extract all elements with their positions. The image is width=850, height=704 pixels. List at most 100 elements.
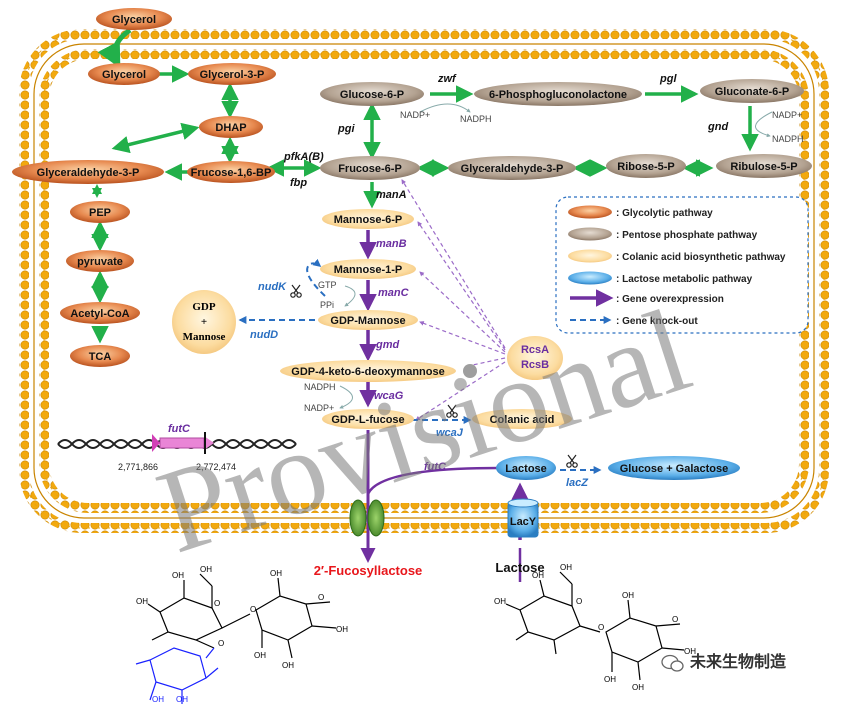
cofactor-curves: [339, 103, 773, 409]
node-frucose-6p: Frucose-6-P: [320, 156, 420, 180]
svg-text:Mannose: Mannose: [183, 331, 226, 343]
node-ribulose-5p: Ribulose-5-P: [716, 154, 812, 178]
enzyme-pfka: pfkA(B): [283, 151, 324, 163]
node-gdp-mannose: GDP-Mannose: [318, 310, 418, 330]
svg-text:TCA: TCA: [89, 351, 112, 363]
svg-text:OH: OH: [152, 695, 164, 704]
svg-text:Mannose-1-P: Mannose-1-P: [334, 264, 402, 276]
svg-text:6-Phosphogluconolactone: 6-Phosphogluconolactone: [489, 89, 627, 101]
svg-text:OH: OH: [336, 625, 348, 634]
product-label: 2′-Fucosyllactose: [314, 563, 423, 578]
legend-item-overexpression: : Gene overexpression: [570, 289, 724, 307]
svg-text:Glycerol: Glycerol: [102, 69, 146, 81]
enzyme-futc: futC: [424, 461, 447, 473]
legend-item-pentose: : Pentose phosphate pathway: [568, 227, 758, 241]
node-glycerol-3p: Glycerol-3-P: [188, 63, 276, 85]
node-glycerol-top: Glycerol: [96, 8, 172, 30]
svg-text:GTP: GTP: [318, 280, 337, 290]
node-glyceraldehyde-3p-mid: Glyceraldehyde-3-P: [448, 156, 576, 180]
enzyme-mana: manA: [376, 189, 407, 201]
svg-text:Glycerol-3-P: Glycerol-3-P: [200, 69, 265, 81]
legend: : Glycolytic pathway : Pentose phosphate…: [555, 196, 809, 334]
brand-badge: 未来生物制造: [661, 652, 787, 672]
green-arrows: [91, 27, 759, 344]
wechat-icon: [661, 654, 684, 672]
enzyme-zwf: zwf: [437, 73, 457, 85]
enzyme-manc: manC: [378, 287, 410, 299]
svg-text:Glyceraldehyde-3-P: Glyceraldehyde-3-P: [461, 163, 564, 175]
node-pep: PEP: [70, 201, 130, 223]
svg-text:Frucose-6-P: Frucose-6-P: [338, 163, 402, 175]
svg-text:Colanic acid: Colanic acid: [490, 414, 555, 426]
svg-text:PPi: PPi: [320, 300, 334, 310]
enzyme-nudd: nudD: [250, 329, 278, 341]
rcs-connector-dot: [463, 364, 477, 378]
svg-text:: Pentose phosphate pathway: : Pentose phosphate pathway: [616, 230, 758, 241]
legend-item-lactose: : Lactose metabolic pathway: [568, 271, 753, 285]
svg-text:O: O: [250, 605, 256, 614]
svg-text:RcsB: RcsB: [521, 359, 549, 371]
colanic-nodes: Mannose-6-P Mannose-1-P GDP-Mannose GDP-…: [172, 209, 572, 429]
svg-text:PEP: PEP: [89, 207, 111, 219]
node-mannose-1p: Mannose-1-P: [320, 259, 416, 279]
svg-text:OH: OH: [136, 597, 148, 606]
enzyme-pgi: pgi: [337, 123, 355, 135]
enzyme-futc-genome: futC: [168, 423, 191, 435]
svg-text:未来生物制造: 未来生物制造: [689, 652, 787, 671]
node-gdp-mannose-box: GDP + Mannose: [172, 290, 236, 354]
lactose-nodes: Lactose Glucose + Galactose LacY Lactose: [495, 456, 740, 575]
node-glycerol: Glycerol: [88, 63, 160, 85]
genome-coord-right: 2,772,474: [196, 462, 236, 472]
node-acetyl-coa: Acetyl-CoA: [60, 302, 140, 324]
svg-text:Mannose-6-P: Mannose-6-P: [334, 214, 402, 226]
svg-text:Glucose + Galactose: Glucose + Galactose: [620, 463, 729, 475]
node-tca: TCA: [70, 345, 130, 367]
enzyme-fbp: fbp: [290, 177, 307, 189]
svg-text:O: O: [318, 593, 324, 602]
node-rcsa-rcsb: RcsA RcsB: [507, 336, 563, 380]
svg-text:OH: OH: [632, 683, 644, 692]
svg-text:OH: OH: [176, 695, 188, 704]
node-pyruvate: pyruvate: [66, 250, 134, 272]
svg-text:O: O: [214, 599, 220, 608]
svg-text:+: +: [201, 316, 207, 328]
node-gdp-fucose: GDP-L-fucose: [322, 409, 414, 429]
enzyme-manb: manB: [376, 238, 407, 250]
node-dhap: DHAP: [199, 116, 263, 138]
svg-text:Frucose-1,6-BP: Frucose-1,6-BP: [191, 167, 272, 179]
enzyme-gnd: gnd: [707, 121, 728, 133]
node-ribose-5p: Ribose-5-P: [606, 154, 686, 178]
lacy-transporter: LacY: [507, 498, 539, 538]
node-glyceraldehyde-3p-left: Glyceraldehyde-3-P: [12, 160, 164, 184]
lactose-outside-label: Lactose: [495, 560, 544, 575]
legend-item-glycolytic: : Glycolytic pathway: [568, 205, 713, 219]
svg-text:: Gene knock-out: : Gene knock-out: [616, 316, 698, 327]
cofactor-labels: NADP+ NADPH NADP+ NADPH GTP PPi NADPH NA…: [304, 110, 804, 413]
svg-text:LacY: LacY: [510, 516, 537, 528]
glycolytic-nodes: Glycerol Glycerol Glycerol-3-P DHAP Glyc…: [12, 8, 276, 367]
enzyme-pgl: pgl: [659, 73, 677, 85]
svg-text:OH: OH: [172, 571, 184, 580]
svg-text:Glycerol: Glycerol: [112, 14, 156, 26]
svg-text:: Gene overexpression: : Gene overexpression: [616, 294, 724, 305]
svg-text:Ribulose-5-P: Ribulose-5-P: [730, 161, 797, 173]
svg-text:NADP+: NADP+: [400, 110, 430, 120]
svg-text:RcsA: RcsA: [521, 344, 549, 356]
svg-text:OH: OH: [270, 569, 282, 578]
svg-text:NADPH: NADPH: [460, 114, 492, 124]
node-lactose-in: Lactose: [496, 456, 556, 480]
svg-text:Acetyl-CoA: Acetyl-CoA: [70, 308, 129, 320]
node-gdp-keto: GDP-4-keto-6-deoxymannose: [280, 360, 456, 382]
structure-lactose: [505, 571, 685, 681]
svg-text:NADP+: NADP+: [772, 110, 802, 120]
knockout-arrows: [238, 258, 602, 474]
svg-text:NADPH: NADPH: [772, 134, 804, 144]
svg-text:O: O: [576, 597, 582, 606]
node-glucose-galactose: Glucose + Galactose: [608, 456, 740, 480]
svg-text:: Colanic acid biosynthetic pa: : Colanic acid biosynthetic pathway: [616, 252, 786, 263]
legend-item-colanic: : Colanic acid biosynthetic pathway: [568, 249, 786, 263]
structure-2fl-labels: OH OH OH O O OH O OH OH OH O OH OH: [136, 565, 348, 704]
svg-text:O: O: [218, 639, 224, 648]
node-gluconate-6p: Gluconate-6-P: [700, 79, 804, 103]
